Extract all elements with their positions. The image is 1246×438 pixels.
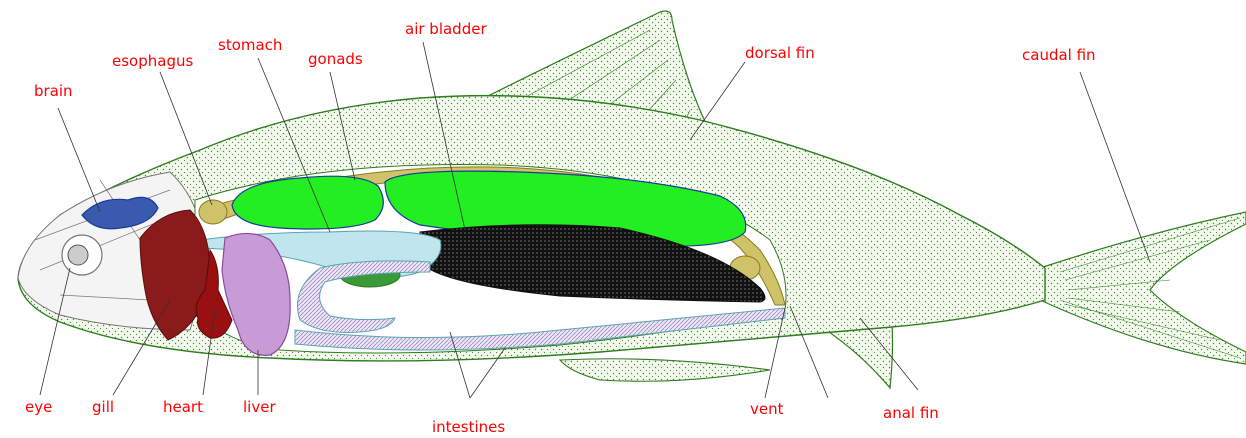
label-gill: gill [92, 398, 114, 416]
label-eye: eye [25, 398, 52, 416]
pelvic-fin-shape [560, 359, 770, 382]
label-heart: heart [163, 398, 203, 416]
label-intestines: intestines [432, 418, 505, 436]
caudal-fin-shape [1040, 212, 1246, 364]
label-anal-fin: anal fin [883, 404, 939, 422]
label-vent: vent [750, 400, 784, 418]
label-air-bladder: air bladder [405, 20, 487, 38]
eye-shape [62, 235, 102, 275]
label-gonads: gonads [308, 50, 363, 68]
label-caudal-fin: caudal fin [1022, 46, 1096, 64]
label-liver: liver [243, 398, 276, 416]
label-brain: brain [34, 82, 73, 100]
label-stomach: stomach [218, 36, 282, 54]
label-esophagus: esophagus [112, 52, 193, 70]
label-dorsal-fin: dorsal fin [745, 44, 815, 62]
air-bladder-knot-front [199, 200, 227, 224]
